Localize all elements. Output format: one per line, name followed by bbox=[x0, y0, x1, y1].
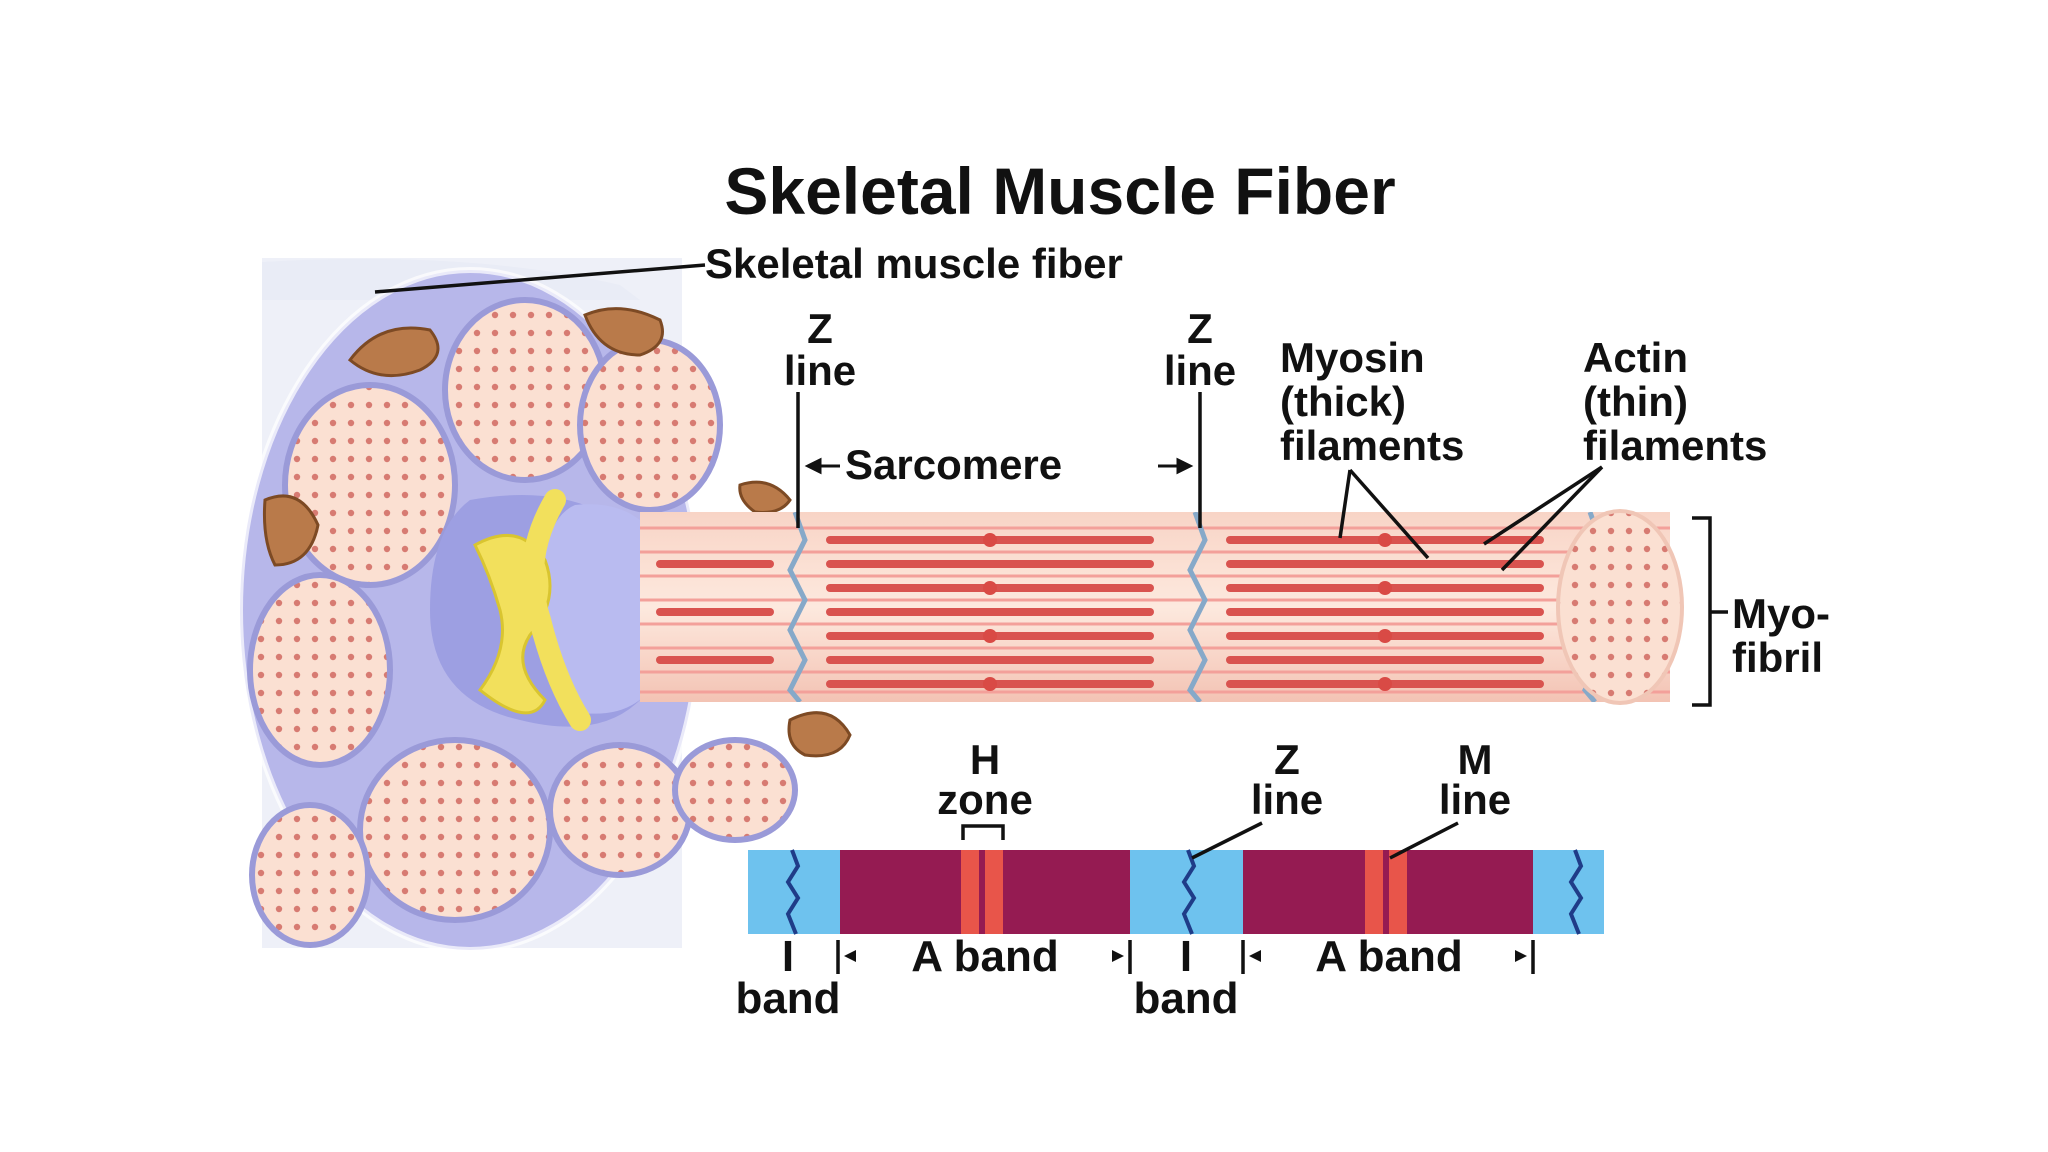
myofibril-cross-section bbox=[672, 737, 798, 843]
actin-label: Actin (thin) filaments bbox=[1583, 334, 1768, 469]
a-band-arrows bbox=[844, 950, 1527, 962]
z-line-1-label: Z line bbox=[783, 305, 857, 394]
myofibril-cross-section bbox=[547, 742, 693, 878]
myofibril-cross-section bbox=[282, 382, 458, 588]
myofibril-cross-section bbox=[577, 337, 723, 513]
a-band-1-label: A band bbox=[911, 932, 1059, 981]
actin-filaments bbox=[640, 526, 1670, 694]
mitochondrion bbox=[787, 711, 852, 758]
actin-leader-2 bbox=[1500, 465, 1604, 572]
myofibril-tube bbox=[640, 509, 1684, 705]
myosin-label: Myosin (thick) filaments bbox=[1280, 334, 1465, 469]
sarcomere-label: Sarcomere bbox=[845, 441, 1063, 488]
myosin-leader-2 bbox=[1348, 468, 1430, 560]
myofibril-cross-section bbox=[249, 802, 371, 948]
z-disc bbox=[1187, 512, 1208, 702]
h-zone-bracket bbox=[961, 824, 1005, 840]
actin-leader-1 bbox=[1483, 465, 1603, 546]
h-zone-label: H zone bbox=[937, 736, 1033, 823]
band-strip bbox=[748, 849, 1604, 935]
t-tubule-sleeve bbox=[540, 504, 650, 714]
m-line-label: M line bbox=[1438, 736, 1512, 823]
fiber-bundle bbox=[237, 258, 852, 953]
diagram-title: Skeletal Muscle Fiber bbox=[724, 154, 1396, 228]
myosin-leader-1 bbox=[1338, 469, 1352, 539]
myofibril-cross-section bbox=[247, 572, 393, 768]
band-leader-lines bbox=[836, 821, 1535, 974]
i-band-1-label: I band bbox=[735, 932, 841, 1023]
z-line-3-label: Z line bbox=[1250, 736, 1324, 823]
mitochondrion bbox=[262, 494, 320, 567]
strip-z-line-3 bbox=[1568, 849, 1584, 935]
mitochondrion bbox=[738, 480, 792, 514]
a-band-2-label: A band bbox=[1315, 932, 1463, 981]
leader-lines bbox=[374, 263, 1728, 707]
myofibril-cross-section bbox=[357, 737, 553, 923]
sarcomere-arrow bbox=[804, 457, 1194, 475]
mitochondrion bbox=[347, 326, 440, 378]
strip-z-line-2 bbox=[1181, 849, 1197, 935]
mitochondrion bbox=[583, 307, 664, 357]
z-line-3-leader bbox=[1191, 821, 1263, 860]
m-line-leader bbox=[1389, 821, 1459, 860]
z-disc bbox=[787, 512, 808, 702]
myofibril-end-cross-section bbox=[1556, 509, 1684, 705]
m-line-markers bbox=[983, 533, 1392, 691]
fiber-leader bbox=[374, 263, 706, 294]
nerve-branch bbox=[521, 489, 591, 731]
strip-z-line-1 bbox=[785, 849, 801, 935]
i-band-2-label: I band bbox=[1133, 932, 1239, 1023]
myofibril-label: Myo- fibril bbox=[1732, 590, 1830, 681]
skeletal-muscle-fiber-label: Skeletal muscle fiber bbox=[705, 240, 1123, 287]
z-line-2-label: Z line bbox=[1163, 305, 1237, 394]
myofibril-bracket bbox=[1692, 516, 1712, 707]
